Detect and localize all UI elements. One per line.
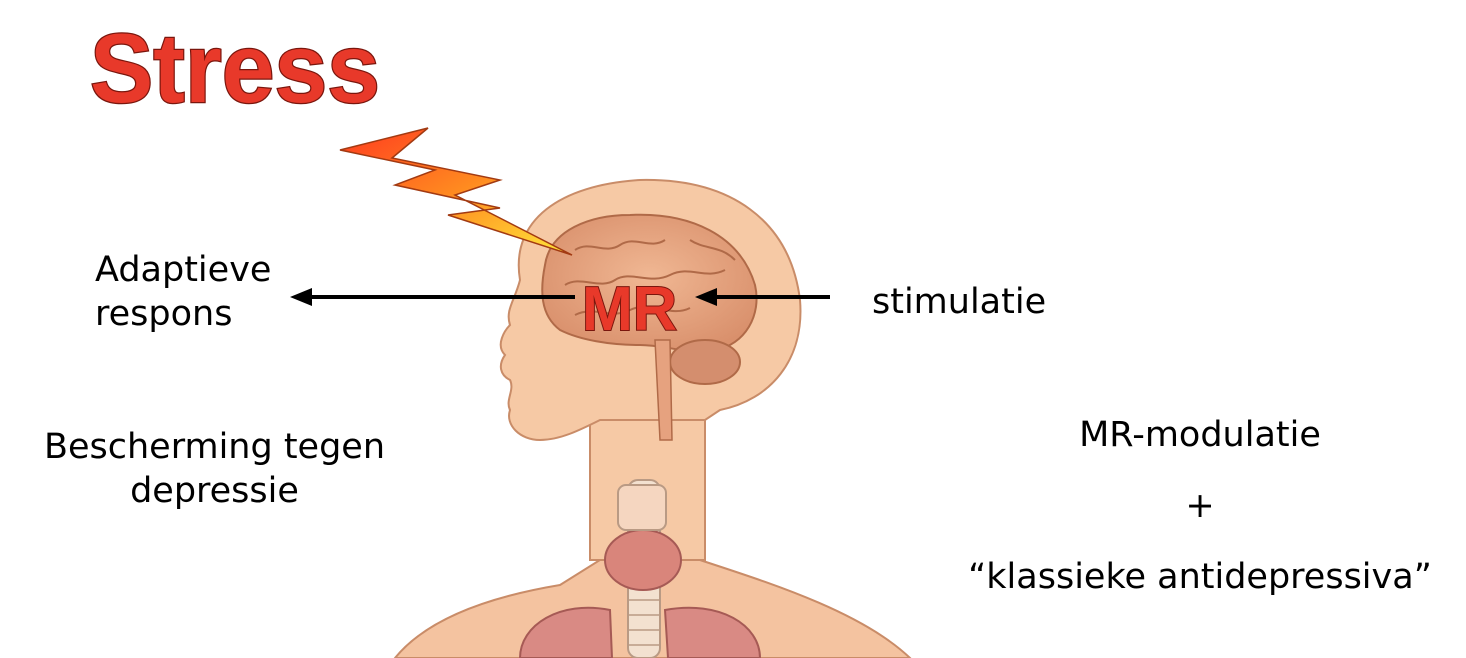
thyroid [605, 530, 681, 590]
adaptive-response-line2: respons [95, 292, 271, 336]
stimulation-label: stimulatie [872, 280, 1046, 324]
mr-label: MR [582, 275, 677, 344]
modulation-label: MR-modulatie + “klassieke antidepressiva… [940, 413, 1460, 626]
modulation-plus: + [940, 484, 1460, 528]
modulation-line1: MR-modulatie [940, 413, 1460, 457]
cerebellum [670, 340, 740, 384]
title-stress: Stress [90, 13, 380, 123]
larynx [618, 485, 666, 530]
modulation-line3: “klassieke antidepressiva” [940, 555, 1460, 599]
protection-line2: depressie [32, 469, 397, 513]
adaptive-response-line1: Adaptieve [95, 248, 271, 292]
adaptive-response-label: Adaptieve respons [95, 248, 271, 336]
protection-label: Bescherming tegen depressie [32, 425, 397, 513]
protection-line1: Bescherming tegen [32, 425, 397, 469]
